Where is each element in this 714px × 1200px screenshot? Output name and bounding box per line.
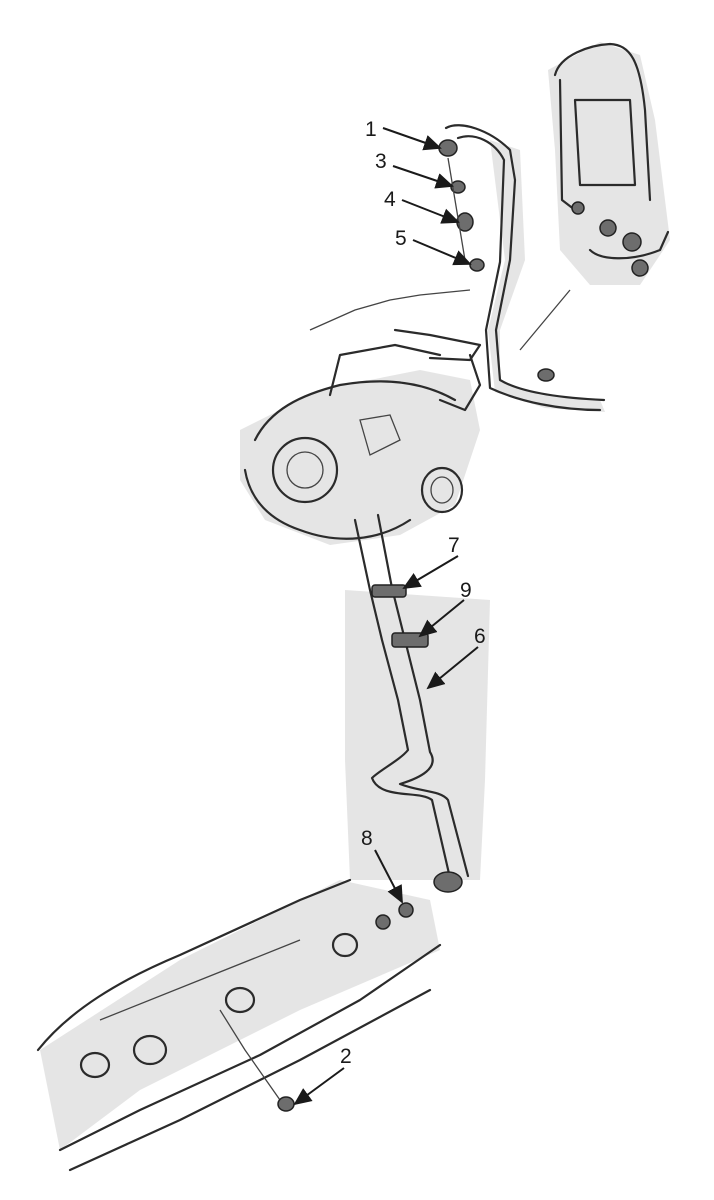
callout-label-7: 7 (448, 534, 460, 557)
callout-label-1: 1 (365, 118, 377, 141)
callout-label-3: 3 (375, 150, 387, 173)
leader-line-1 (382, 127, 442, 151)
callout-5: 5 (395, 227, 472, 266)
upper-bracket-assembly (548, 42, 670, 285)
callout-7: 7 (402, 534, 460, 590)
callout-label-8: 8 (361, 827, 373, 850)
leader-line-7 (402, 555, 459, 590)
callout-label-2: 2 (340, 1045, 352, 1068)
callout-label-6: 6 (474, 625, 486, 648)
leader-line-4 (401, 199, 460, 224)
callout-1: 1 (365, 118, 442, 151)
leader-line-8 (374, 849, 403, 904)
callout-6: 6 (426, 625, 486, 690)
leader-line-3 (392, 165, 454, 189)
leader-line-6 (426, 646, 479, 690)
upper-fittings-stack (438, 139, 485, 272)
leader-line-5 (412, 239, 472, 266)
upper-oil-tube (444, 124, 606, 412)
drain-tube (345, 513, 490, 893)
callout-3: 3 (375, 150, 454, 189)
callout-4: 4 (384, 188, 460, 224)
callout-2: 2 (293, 1045, 352, 1106)
callout-9: 9 (418, 579, 472, 638)
lower-block-section (36, 878, 442, 1172)
leader-line-9 (418, 599, 465, 638)
turbocharger-body (240, 289, 482, 545)
callout-label-5: 5 (395, 227, 407, 250)
leader-line-2 (293, 1067, 345, 1106)
callout-8: 8 (361, 827, 403, 904)
callout-label-4: 4 (384, 188, 396, 211)
callout-label-9: 9 (460, 579, 472, 602)
